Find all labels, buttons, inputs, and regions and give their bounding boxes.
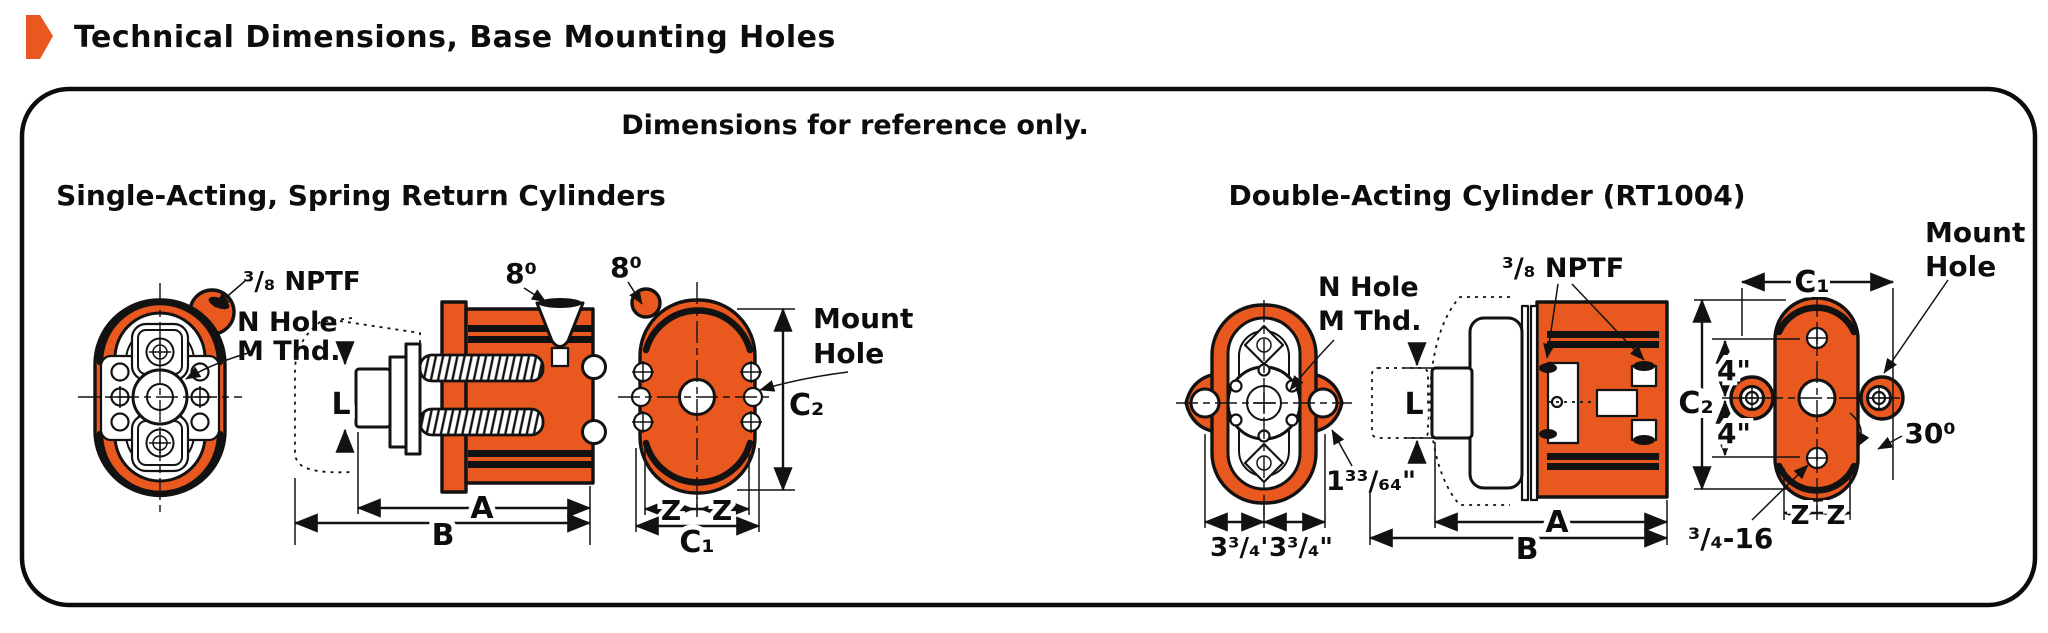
dim-b-label: B: [1516, 532, 1539, 567]
double-acting-rear-view: [1722, 283, 1905, 515]
dim-l-label: L: [331, 387, 350, 422]
rear-angle-label: 8⁰: [610, 251, 642, 284]
double-acting-front-view: [1176, 300, 1352, 520]
dim-c1-label: C₁: [679, 525, 714, 560]
hole-spacing-top-label: 4": [1717, 354, 1751, 387]
port-angle-leader: [523, 287, 547, 303]
dim-a-label: A: [470, 491, 494, 526]
mount-hole-label-1: Mount: [1925, 216, 2025, 249]
mount-hole-leader: [1883, 279, 1949, 374]
dim-c2-label: C₂: [1678, 386, 1713, 421]
port-thread-label: ³/₈ NPTF: [243, 267, 361, 297]
dim-z-left-label: Z: [1791, 501, 1810, 531]
mount-hole-label-1: Mount: [813, 302, 913, 335]
single-acting-front-labels: ³/₈ NPTF N Hole M Thd.: [185, 267, 421, 380]
n-hole-label: N Hole: [237, 307, 338, 338]
bore-diameter-leader: [1331, 429, 1353, 467]
m-thd-leader: [185, 351, 253, 380]
dim-b-label: B: [432, 518, 455, 553]
port-leader-right: [1571, 283, 1645, 361]
single-acting-rear-view: [618, 282, 772, 515]
double-acting-section-dimensions: ³/₈ NPTF L A B: [1368, 253, 1669, 572]
dim-z-right-label: Z: [1827, 501, 1846, 531]
dim-c2-label: C₂: [789, 388, 824, 423]
ear-angle-label: 30⁰: [1904, 417, 1955, 450]
double-acting-front-dimensions: N Hole M Thd. 1³³/₆₄" 3³/₄" 3³/₄": [1203, 272, 1422, 568]
mount-thread-leader: [1751, 464, 1809, 521]
m-thd-label: M Thd.: [237, 336, 341, 367]
port-leader-left: [1543, 283, 1559, 359]
mount-hole-leader: [759, 371, 849, 392]
dim-l-label: L: [1404, 387, 1423, 422]
rear-angle-leader: [627, 281, 643, 305]
mount-hole-label-2: Hole: [813, 337, 884, 370]
bore-diameter-label: 1³³/₆₄": [1326, 466, 1416, 497]
hole-spacing-bottom-label: 4": [1717, 417, 1751, 450]
dim-c1-label: C₁: [1794, 265, 1829, 300]
double-acting-title: Double-Acting Cylinder (RT1004): [1228, 179, 1745, 212]
single-acting-front-view: [78, 283, 242, 512]
bolt-spacing-left-label: 3³/₄": [1210, 533, 1274, 563]
m-thd-leader: [1289, 339, 1335, 391]
single-acting-rear-dimensions: 8⁰ Mount Hole C₂ Z Z C₁: [610, 251, 913, 565]
page-title: Technical Dimensions, Base Mounting Hole…: [74, 20, 836, 55]
ear-angle-leader: [1877, 435, 1903, 450]
n-hole-label: N Hole: [1318, 272, 1419, 303]
double-acting-rear-dimensions: Mount Hole C₁ C₂ 4" 4" 30⁰ Z Z ³/₄-16: [1673, 216, 2025, 555]
single-acting-section-view: [294, 298, 607, 494]
port-thread-leader: [214, 280, 246, 308]
port-thread-label: ³/₈ NPTF: [1502, 253, 1624, 284]
section-arrow-icon: [26, 15, 53, 59]
dim-z-right-label: Z: [712, 494, 732, 527]
single-acting-section-dimensions: 8⁰ L A B: [293, 257, 592, 558]
mount-hole-label-2: Hole: [1925, 250, 1996, 283]
dim-a-label: A: [1545, 505, 1569, 540]
mount-thread-label: ³/₄-16: [1688, 522, 1773, 555]
bolt-spacing-right-label: 3³/₄": [1269, 533, 1333, 563]
dim-z-left-label: Z: [661, 494, 681, 527]
single-acting-title: Single-Acting, Spring Return Cylinders: [56, 179, 666, 212]
m-thd-label: M Thd.: [1318, 306, 1422, 337]
page-header: Technical Dimensions, Base Mounting Hole…: [0, 0, 2048, 78]
double-acting-section-view: [1371, 296, 1669, 506]
port-angle-label: 8⁰: [505, 257, 537, 290]
reference-note: Dimensions for reference only.: [621, 110, 1089, 141]
